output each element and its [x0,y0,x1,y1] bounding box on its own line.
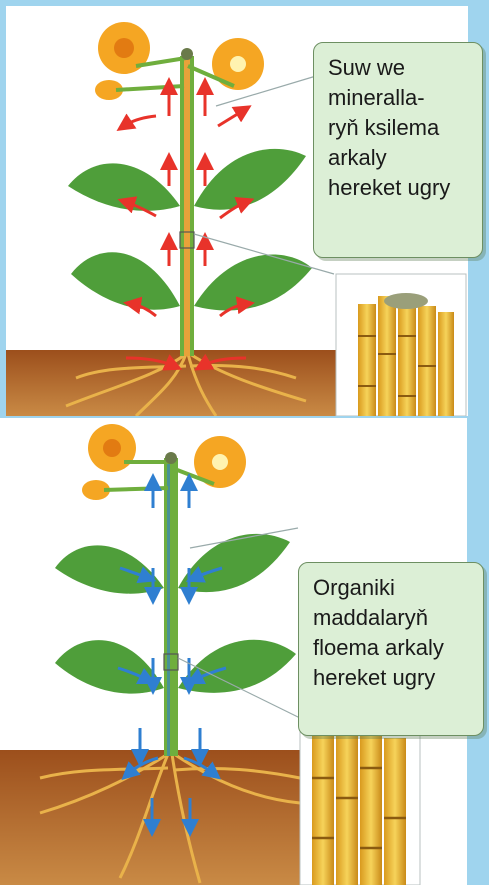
xylem-callout-line-1: Suw we [328,53,470,83]
soil [0,750,310,885]
phloem-callout-line-1: Organiki [313,573,471,603]
phloem-callout: Organiki maddalaryň floema arkaly hereke… [298,562,484,736]
flowers [95,22,264,100]
soil [6,350,336,416]
xylem-callout-line-3: ryň ksilema [328,113,470,143]
xylem-callout-line-2: mineralla- [328,83,470,113]
phloem-callout-line-2: maddalaryň [313,603,471,633]
xylem-callout: Suw we mineralla- ryň ksilema arkaly her… [313,42,483,258]
phloem-callout-line-4: hereket ugry [313,663,471,693]
phloem-sieve-tubes-magnified [300,718,420,885]
phloem-in-stem [167,458,170,756]
flowers [82,424,246,500]
xylem-callout-line-4: arkaly [328,143,470,173]
stem [164,458,178,756]
xylem-vessel-in-stem [184,56,190,356]
xylem-vessel-magnified [336,274,466,416]
phloem-callout-line-3: floema arkaly [313,633,471,663]
xylem-callout-line-5: hereket ugry [328,173,470,203]
